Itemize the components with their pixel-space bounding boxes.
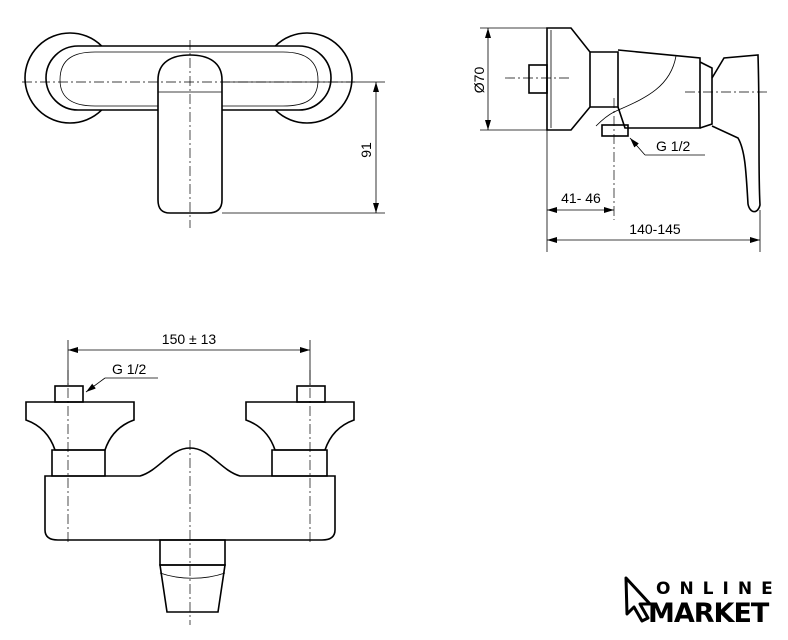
top-connection-label: G 1/2 [112,361,146,377]
side-connection-label: G 1/2 [656,138,690,154]
logo-line2: MARKET [648,598,770,629]
depth-dimension: 140-145 [629,221,681,237]
spacing-dimension: 150 ± 13 [162,331,217,347]
online-market-logo: ONLINE MARKET [624,576,782,629]
wall-dimension: 41- 46 [561,190,601,206]
front-view: 91 [22,32,385,228]
diameter-dimension: Ø70 [471,67,487,94]
side-view: Ø70 G 1/2 41- 46 140-145 [471,27,768,252]
height-dimension: 91 [358,142,374,158]
cursor-icon [624,576,652,623]
top-view: 150 ± 13 G 1/2 [25,331,355,625]
logo-line1: ONLINE [656,579,782,599]
